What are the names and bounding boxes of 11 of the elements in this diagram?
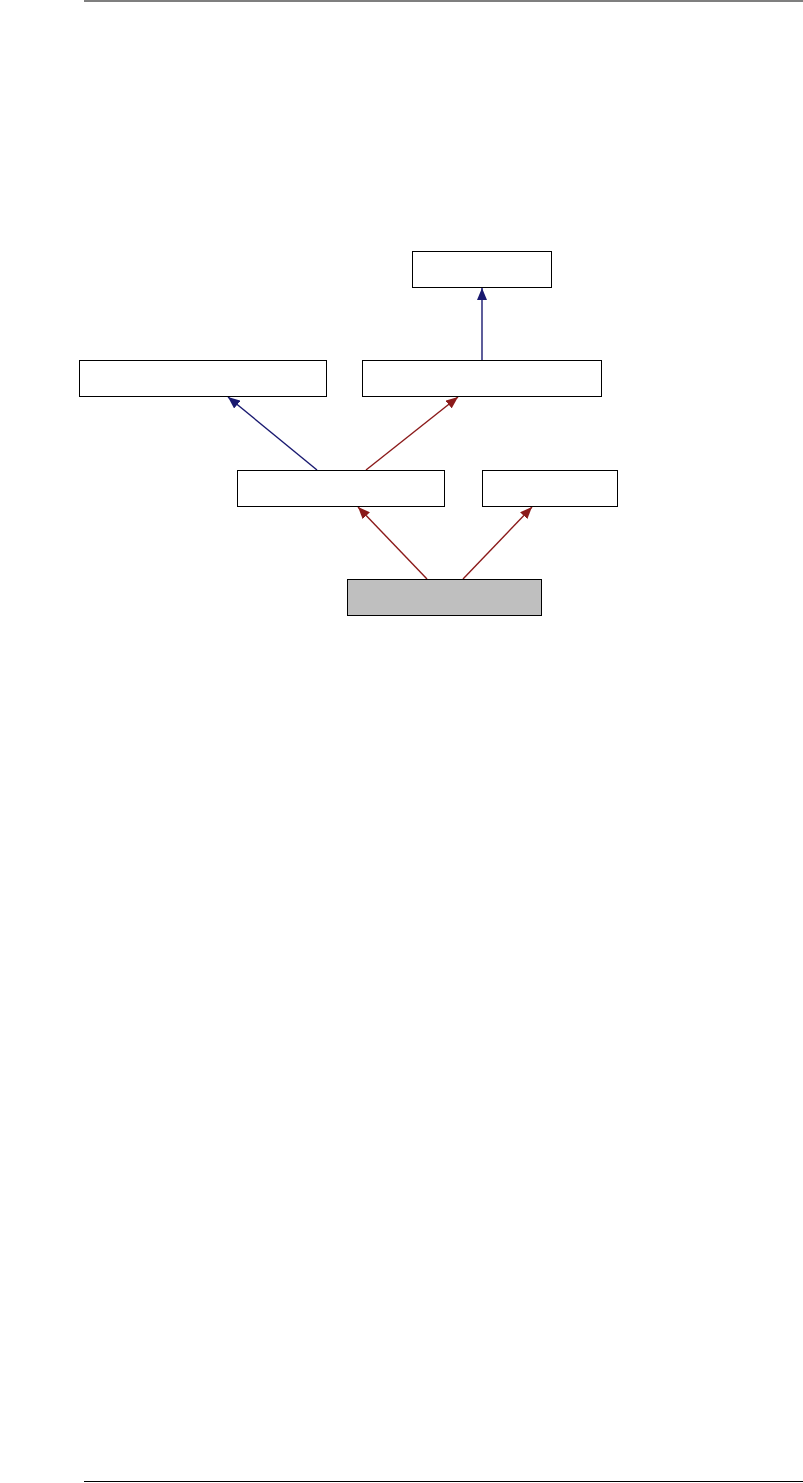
- empty-box: [482, 470, 618, 507]
- highlighted-box: [347, 579, 542, 616]
- arrow: [227, 396, 318, 471]
- arrow: [477, 287, 487, 361]
- empty-box: [362, 360, 602, 397]
- empty-box: [79, 360, 327, 397]
- arrow: [357, 506, 428, 580]
- empty-box: [237, 470, 445, 507]
- arrow: [462, 506, 533, 580]
- empty-box: [412, 251, 552, 288]
- arrow: [365, 396, 459, 471]
